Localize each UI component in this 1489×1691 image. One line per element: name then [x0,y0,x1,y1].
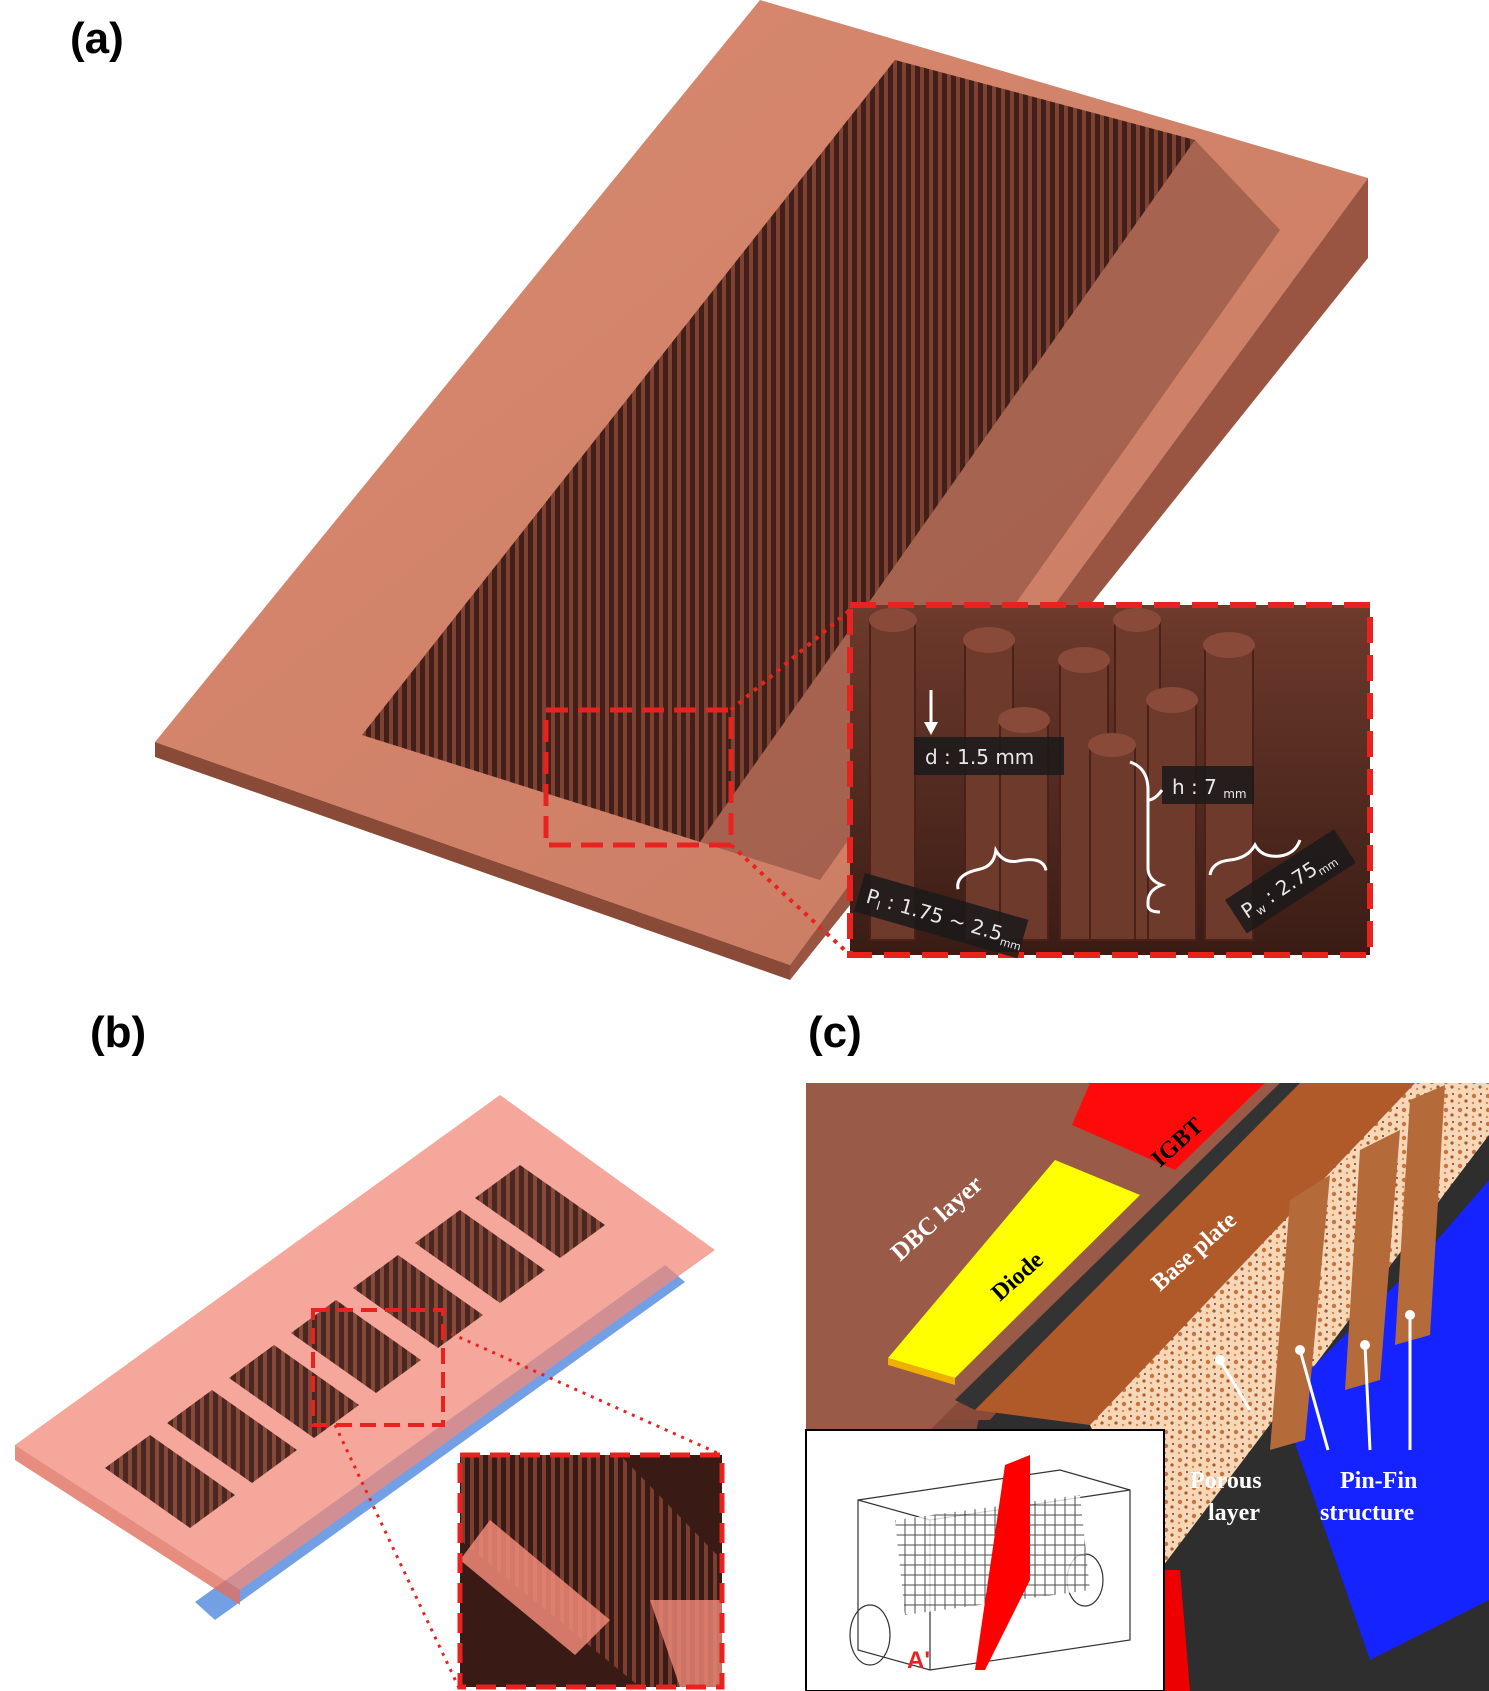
diode-chip [888,1160,1140,1378]
panel-c-label: (c) [808,1008,862,1057]
panel-a-heatsink [155,0,1368,980]
porous-label-2: layer [1208,1500,1260,1526]
height-callout-box [1162,766,1254,804]
pin-shadow [700,140,1280,880]
pitch-w-brace [1208,839,1302,876]
zoom-frame-a [847,602,1373,958]
plate-edge [155,742,790,980]
pin-fin-array [362,60,1195,842]
base-plate [975,1083,1415,1425]
panel-a-inset: d : 1.5 mm h : 7 mm Pl : 1.75 ~ 2.5mm Pw… [847,602,1373,959]
height-unit: mm [1223,787,1246,801]
pinfin-region [1280,1180,1489,1660]
height-callout: h : 7 [1172,775,1217,799]
panel-a-label: (a) [70,14,124,63]
pitch-l-callout-box [853,873,1029,959]
pinfin-label-2: structure [1320,1500,1415,1526]
pitch-l-sub: l [875,899,882,913]
panel-b-assembly [15,1095,725,1691]
pitch-l-brace [956,845,1048,890]
diameter-callout-box [914,737,1064,775]
panel-b-label: (b) [90,1008,147,1057]
panel-c-cross-section: DBC layer IGBT Diode Base plate Porous l… [805,1083,1489,1691]
pinfin-label-1: Pin-Fin [1340,1468,1417,1494]
porous-label-1: Porous [1190,1468,1262,1494]
section-plane [975,1455,1030,1670]
svg-text:h : 7 mm: h : 7 mm [1172,775,1247,801]
section-label: A' [907,1647,930,1674]
pitch-w-callout-box [1225,829,1356,934]
diameter-callout: d : 1.5 mm [925,745,1034,769]
zoom-box-b [311,1308,445,1427]
zoom-leader-bottom [729,843,852,957]
zoom-frame-b [457,1452,725,1690]
height-brace [1129,760,1167,914]
igbt-chip [1072,1083,1265,1170]
pitch-l-unit: mm [998,935,1022,953]
